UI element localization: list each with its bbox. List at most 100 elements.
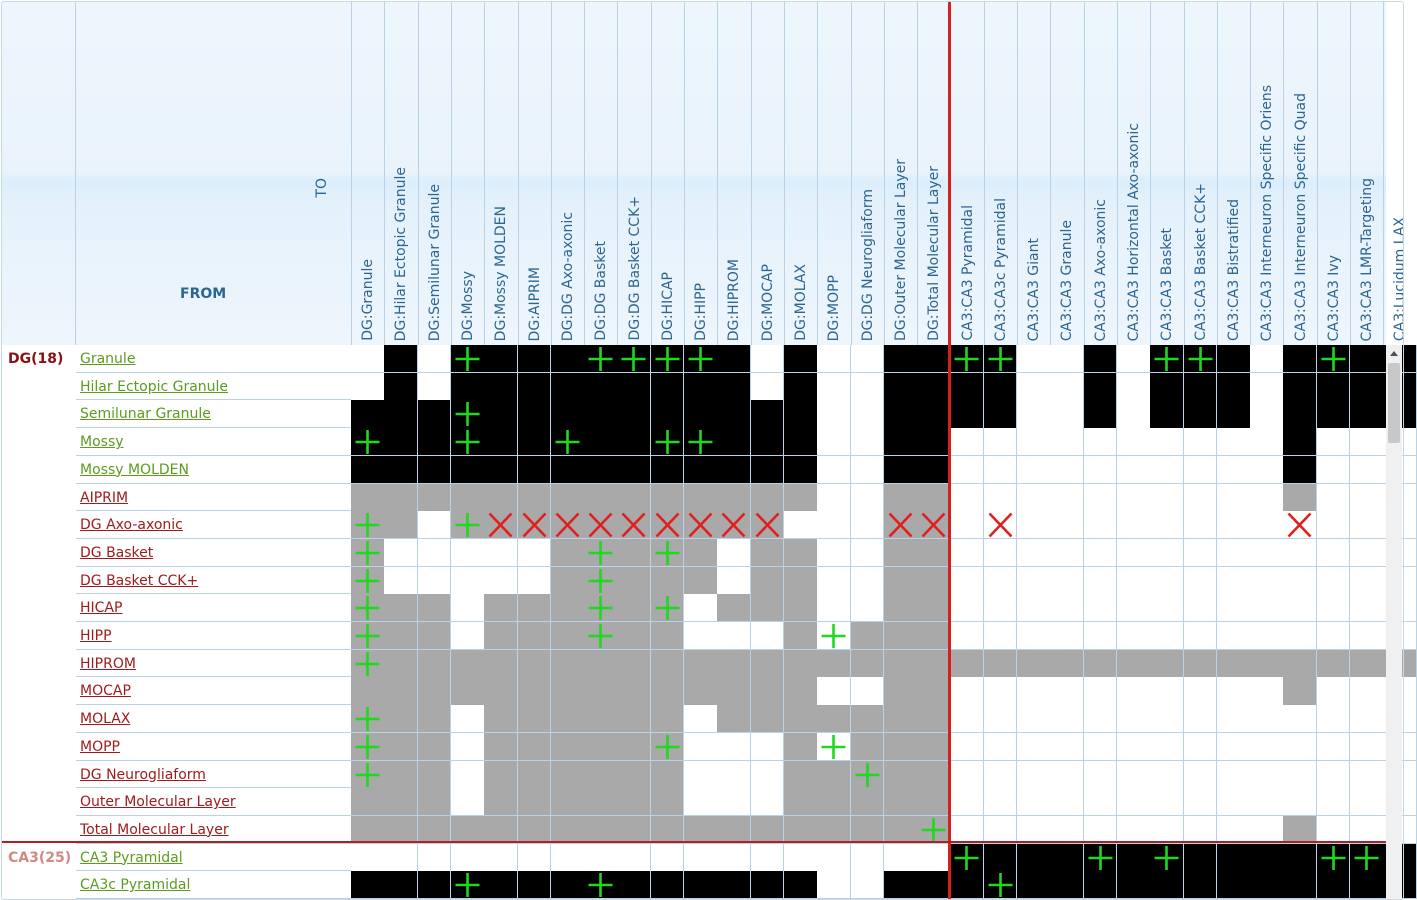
- matrix-cell[interactable]: [1216, 400, 1251, 429]
- matrix-cell[interactable]: [1316, 649, 1351, 678]
- matrix-cell[interactable]: [917, 566, 951, 595]
- matrix-cell[interactable]: [917, 705, 951, 734]
- matrix-cell[interactable]: [384, 843, 419, 872]
- matrix-cell[interactable]: [717, 815, 752, 845]
- matrix-cell[interactable]: [817, 843, 851, 872]
- matrix-cell[interactable]: [417, 649, 452, 678]
- matrix-cell[interactable]: [1183, 705, 1218, 734]
- matrix-cell[interactable]: [1017, 538, 1051, 568]
- matrix-cell[interactable]: [717, 649, 752, 678]
- matrix-cell[interactable]: [351, 428, 385, 457]
- matrix-cell[interactable]: [1316, 455, 1351, 484]
- matrix-cell[interactable]: [1283, 760, 1318, 789]
- matrix-cell[interactable]: [917, 428, 951, 457]
- matrix-cell[interactable]: [750, 345, 785, 374]
- matrix-cell[interactable]: [650, 705, 685, 734]
- matrix-cell[interactable]: [1116, 649, 1151, 678]
- matrix-cell[interactable]: [351, 455, 385, 484]
- matrix-cell[interactable]: [1116, 372, 1151, 401]
- matrix-cell[interactable]: [1216, 843, 1251, 872]
- matrix-cell[interactable]: [1150, 400, 1184, 429]
- matrix-cell[interactable]: [450, 843, 485, 872]
- matrix-cell[interactable]: [1183, 400, 1218, 429]
- matrix-cell[interactable]: [550, 649, 585, 678]
- matrix-cell[interactable]: [883, 705, 918, 734]
- matrix-cell[interactable]: [1183, 871, 1218, 900]
- matrix-cell[interactable]: [617, 871, 652, 900]
- matrix-cell[interactable]: [983, 538, 1018, 568]
- matrix-cell[interactable]: [917, 760, 951, 789]
- matrix-cell[interactable]: [1116, 732, 1151, 761]
- matrix-cell[interactable]: [584, 538, 618, 568]
- matrix-cell[interactable]: [617, 511, 652, 540]
- matrix-cell[interactable]: [717, 788, 752, 817]
- matrix-cell[interactable]: [1250, 649, 1284, 678]
- matrix-cell[interactable]: [650, 566, 685, 595]
- matrix-cell[interactable]: [517, 400, 552, 429]
- matrix-cell[interactable]: [1350, 649, 1384, 678]
- matrix-cell[interactable]: [950, 566, 985, 595]
- matrix-cell[interactable]: [517, 594, 552, 623]
- matrix-cell[interactable]: [717, 455, 752, 484]
- matrix-cell[interactable]: [1183, 788, 1218, 817]
- matrix-cell[interactable]: [617, 455, 652, 484]
- matrix-cell[interactable]: [1250, 815, 1284, 845]
- matrix-cell[interactable]: [750, 760, 785, 789]
- matrix-cell[interactable]: [1017, 732, 1051, 761]
- matrix-cell[interactable]: [1216, 511, 1251, 540]
- matrix-cell[interactable]: [517, 732, 552, 761]
- matrix-cell[interactable]: [1150, 677, 1184, 706]
- matrix-cell[interactable]: [1017, 760, 1051, 789]
- matrix-cell[interactable]: [1017, 677, 1051, 706]
- matrix-cell[interactable]: [1283, 538, 1318, 568]
- matrix-cell[interactable]: [1316, 760, 1351, 789]
- matrix-cell[interactable]: [384, 566, 419, 595]
- matrix-cell[interactable]: [817, 400, 851, 429]
- matrix-cell[interactable]: [1283, 622, 1318, 651]
- matrix-cell[interactable]: [684, 622, 718, 651]
- row-label-link[interactable]: Hilar Ectopic Granule: [80, 378, 229, 395]
- matrix-cell[interactable]: [384, 760, 419, 789]
- matrix-cell[interactable]: [517, 649, 552, 678]
- matrix-cell[interactable]: [550, 483, 585, 512]
- matrix-cell[interactable]: [817, 483, 851, 512]
- matrix-cell[interactable]: [650, 732, 685, 761]
- matrix-cell[interactable]: [484, 400, 518, 429]
- matrix-cell[interactable]: [650, 594, 685, 623]
- row-label-link[interactable]: MOLAX: [80, 711, 131, 728]
- matrix-cell[interactable]: [684, 566, 718, 595]
- matrix-cell[interactable]: [950, 400, 985, 429]
- matrix-cell[interactable]: [1150, 788, 1184, 817]
- matrix-cell[interactable]: [450, 372, 485, 401]
- matrix-cell[interactable]: [1050, 705, 1085, 734]
- matrix-cell[interactable]: [817, 677, 851, 706]
- matrix-cell[interactable]: [1250, 372, 1284, 401]
- matrix-cell[interactable]: [550, 594, 585, 623]
- matrix-cell[interactable]: [1050, 538, 1085, 568]
- matrix-cell[interactable]: [1250, 594, 1284, 623]
- matrix-cell[interactable]: [617, 566, 652, 595]
- matrix-cell[interactable]: [1150, 843, 1184, 872]
- matrix-cell[interactable]: [1116, 760, 1151, 789]
- matrix-cell[interactable]: [517, 428, 552, 457]
- matrix-cell[interactable]: [1316, 566, 1351, 595]
- matrix-cell[interactable]: [384, 815, 419, 845]
- matrix-cell[interactable]: [351, 760, 385, 789]
- matrix-cell[interactable]: [384, 622, 419, 651]
- matrix-cell[interactable]: [484, 566, 518, 595]
- matrix-cell[interactable]: [1050, 788, 1085, 817]
- matrix-cell[interactable]: [717, 705, 752, 734]
- matrix-cell[interactable]: [1250, 622, 1284, 651]
- matrix-cell[interactable]: [950, 649, 985, 678]
- matrix-cell[interactable]: [750, 843, 785, 872]
- matrix-cell[interactable]: [1216, 788, 1251, 817]
- matrix-cell[interactable]: [950, 455, 985, 484]
- matrix-cell[interactable]: [1150, 705, 1184, 734]
- matrix-cell[interactable]: [417, 400, 452, 429]
- matrix-cell[interactable]: [1116, 483, 1151, 512]
- matrix-cell[interactable]: [484, 483, 518, 512]
- matrix-cell[interactable]: [917, 677, 951, 706]
- matrix-cell[interactable]: [584, 843, 618, 872]
- matrix-cell[interactable]: [517, 788, 552, 817]
- matrix-cell[interactable]: [883, 649, 918, 678]
